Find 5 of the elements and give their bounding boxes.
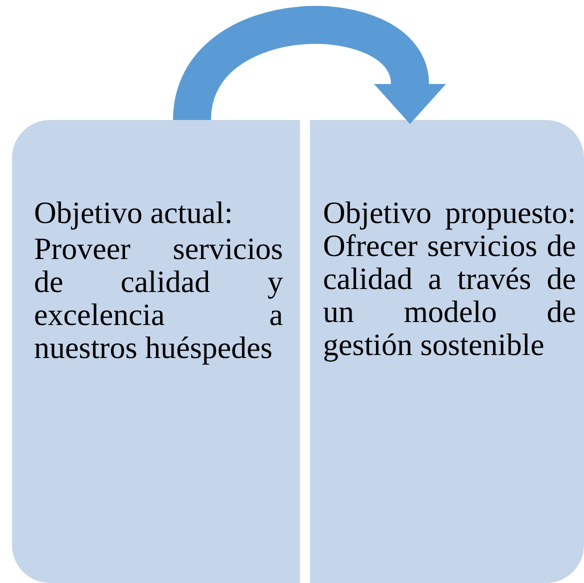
panel-heading: Objetivo actual: bbox=[34, 196, 234, 229]
panel bbox=[12, 120, 300, 583]
panel bbox=[310, 120, 584, 583]
panel-text: Objetivo propuesto: Ofrecer servicios de calidad a través de un modelo de gestión sostenible bbox=[323, 196, 576, 361]
panel-text: Proveer servicios de calidad y excelencia a nuestros huéspedes bbox=[34, 232, 283, 364]
